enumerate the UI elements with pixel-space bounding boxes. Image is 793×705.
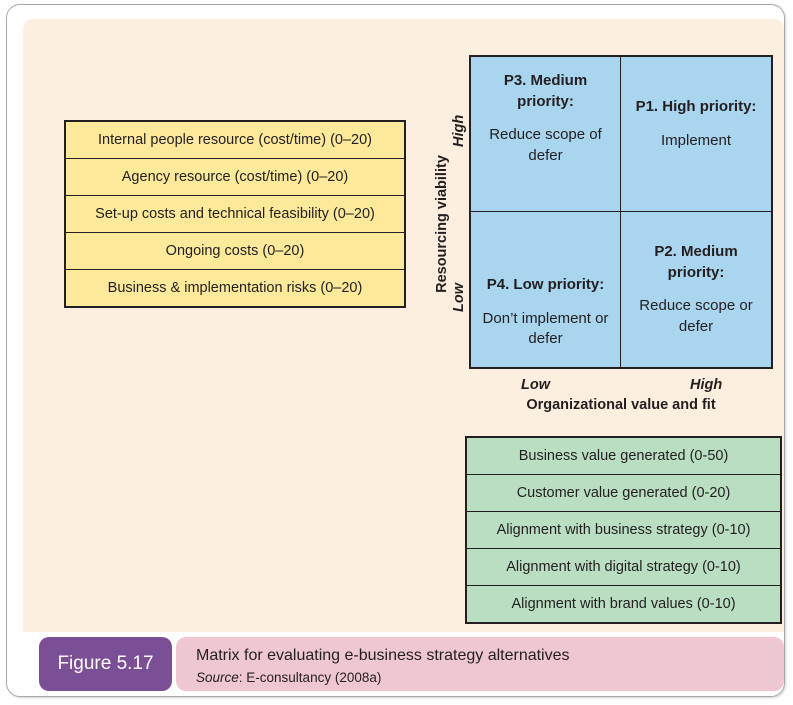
quadrant-body: Reduce scope or defer	[639, 297, 753, 336]
quadrant-body: Don’t implement or defer	[482, 309, 609, 348]
figure-caption-source: Source: E-consultancy (2008a)	[196, 669, 784, 687]
quadrant-p4-low-priority: P4. Low priority: Don’t implement or def…	[471, 212, 621, 367]
y-axis-title: Resourcing viability	[434, 155, 450, 293]
quadrant-title: P4. Low priority:	[486, 276, 605, 293]
artwork-panel: Internal people resource (cost/time) (0–…	[23, 19, 784, 632]
value-criteria-table: Business value generated (0-50) Customer…	[465, 436, 782, 624]
quadrant-title: P2. Medium priority:	[654, 243, 738, 281]
value-criteria-row: Alignment with digital strategy (0-10)	[467, 549, 780, 586]
resourcing-criteria-row: Set-up costs and technical feasibility (…	[66, 196, 404, 233]
quadrant-p2-medium-priority: P2. Medium priority: Reduce scope or def…	[621, 212, 771, 367]
value-criteria-row: Customer value generated (0-20)	[467, 475, 780, 512]
figure-caption-bar: Figure 5.17 Matrix for evaluating e-busi…	[23, 637, 784, 693]
value-criteria-row: Alignment with brand values (0-10)	[511, 596, 736, 612]
quadrant-p1-high-priority: P1. High priority: Implement	[621, 57, 771, 212]
source-text: : E-consultancy (2008a)	[238, 669, 382, 685]
x-axis-tick-high: High	[690, 377, 723, 393]
figure-caption-box: Matrix for evaluating e-business strateg…	[176, 637, 784, 691]
resourcing-criteria-row: Business & implementation risks (0–20)	[107, 280, 363, 296]
quadrant-body: Reduce scope of defer	[489, 126, 602, 165]
quadrant-body: Implement	[660, 131, 732, 149]
figure-frame: Internal people resource (cost/time) (0–…	[6, 4, 785, 697]
value-criteria-row: Business value generated (0-50)	[467, 438, 780, 475]
y-axis-tick-high: High	[451, 114, 467, 147]
x-axis-tick-low: Low	[521, 377, 550, 393]
quadrant-title: P3. Medium priority:	[503, 72, 588, 110]
figure-caption-title: Matrix for evaluating e-business strateg…	[196, 647, 570, 664]
resourcing-criteria-row: Ongoing costs (0–20)	[66, 233, 404, 270]
resourcing-criteria-row: Internal people resource (cost/time) (0–…	[66, 122, 404, 159]
priority-matrix: P3. Medium priority: Reduce scope of def…	[469, 55, 773, 369]
figure-number-badge: Figure 5.17	[39, 637, 172, 691]
quadrant-p3-medium-priority: P3. Medium priority: Reduce scope of def…	[471, 57, 621, 212]
resourcing-criteria-table: Internal people resource (cost/time) (0–…	[64, 120, 406, 308]
y-axis-tick-low: Low	[451, 283, 467, 312]
value-criteria-row: Alignment with business strategy (0-10)	[467, 512, 780, 549]
x-axis-title: Organizational value and fit	[526, 397, 716, 413]
source-label: Source	[196, 669, 239, 685]
resourcing-criteria-row: Agency resource (cost/time) (0–20)	[66, 159, 404, 196]
quadrant-title: P1. High priority:	[635, 98, 757, 115]
